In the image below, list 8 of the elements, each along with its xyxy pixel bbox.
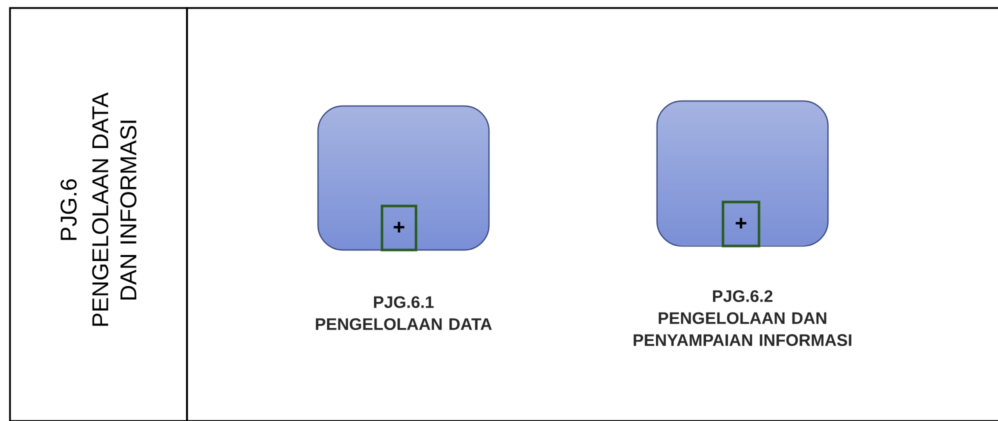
box-caption: PJG.6.2 (713, 290, 772, 302)
box-caption: PENGELOLAAN DAN PENYAMPAIAN INFORMASI (634, 312, 852, 346)
subprocess-box (317, 105, 490, 251)
subprocess-box (656, 100, 829, 247)
lane-area (186, 7, 998, 421)
box-caption: PJG.6.1 (374, 296, 434, 308)
box-caption: PENGELOLAAN DATA (316, 318, 492, 330)
lane-header: PJG.6 PENGELOLAAN DATA DAN INFORMASI (9, 7, 188, 421)
